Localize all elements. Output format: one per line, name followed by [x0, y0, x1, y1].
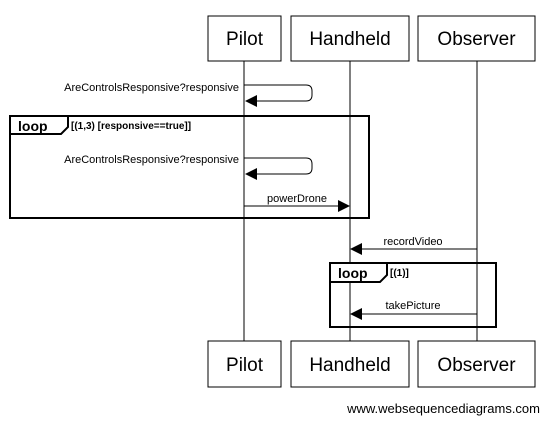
watermark-text: www.websequencediagrams.com: [346, 401, 540, 416]
participant-label: Pilot: [226, 355, 264, 376]
participant-label: Pilot: [226, 29, 264, 50]
loop-keyword: loop: [18, 118, 48, 134]
message-self-pilot-1: AreControlsResponsive?responsive: [64, 82, 313, 107]
message-label: takePicture: [385, 300, 440, 312]
participant-pilot-bottom: Pilot: [207, 340, 282, 388]
message-observer-to-handheld-1: recordVideo: [350, 236, 477, 255]
participant-label: Observer: [437, 29, 516, 50]
message-label: powerDrone: [267, 193, 327, 205]
loop-condition: [(1,3) [responsive==true]]: [71, 121, 191, 132]
participant-label: Handheld: [309, 29, 390, 50]
participant-label: Observer: [437, 355, 516, 376]
loop-frame-2: loop [(1)]: [329, 262, 497, 328]
participant-handheld-bottom: Handheld: [290, 340, 410, 388]
message-observer-to-handheld-2: takePicture: [350, 300, 477, 320]
loop-frame-1: loop [(1,3) [responsive==true]]: [9, 115, 370, 219]
participant-handheld-top: Handheld: [290, 15, 410, 62]
loop-keyword: loop: [338, 265, 368, 281]
message-label: AreControlsResponsive?responsive: [64, 154, 239, 166]
message-label: AreControlsResponsive?responsive: [64, 82, 239, 94]
participant-observer-top: Observer: [417, 15, 536, 62]
message-pilot-to-handheld: powerDrone: [244, 193, 350, 212]
participant-pilot-top: Pilot: [207, 15, 282, 62]
participant-label: Handheld: [309, 355, 390, 376]
message-self-pilot-2: AreControlsResponsive?responsive: [64, 154, 313, 180]
loop-condition: [(1)]: [390, 268, 409, 279]
participant-observer-bottom: Observer: [417, 340, 536, 388]
message-label: recordVideo: [383, 236, 442, 248]
